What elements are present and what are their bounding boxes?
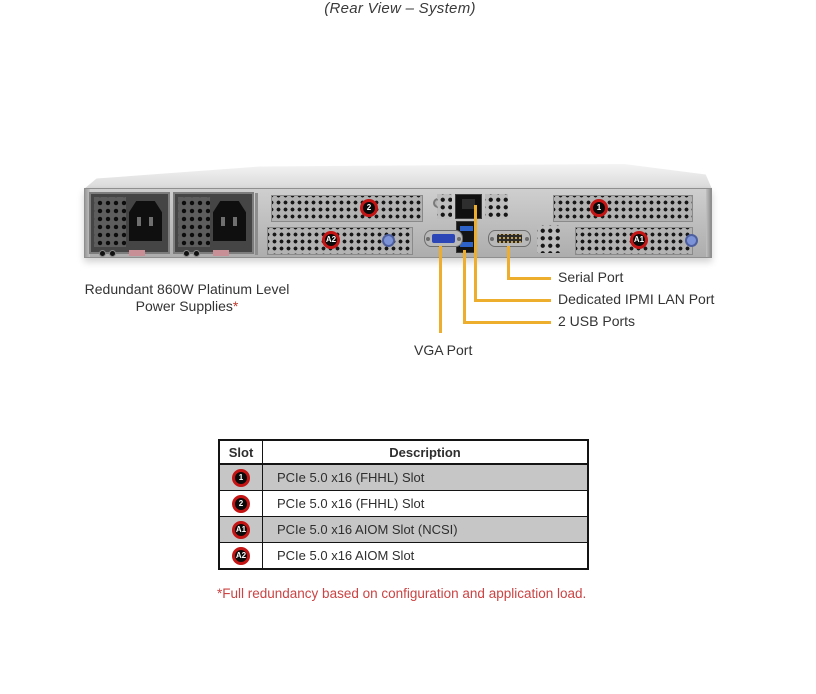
inlet-pin [137,217,141,226]
slot-description: PCIe 5.0 x16 (FHHL) Slot [262,463,589,491]
psu-led [193,250,200,257]
table-row: 2 PCIe 5.0 x16 (FHHL) Slot [218,490,589,517]
vent-cluster [437,194,452,219]
psu-led [183,250,190,257]
page-title: (Rear View – System) [324,0,476,17]
vga-connector [432,234,455,243]
inlet-pin [149,217,153,226]
table-header-row: Slot Description [218,439,589,465]
dsub-screw [525,237,529,241]
vent-cluster [485,194,508,219]
table-header-slot: Slot [218,439,263,465]
slot-2-badge: 2 [232,495,250,513]
thumbscrew [685,234,698,247]
dsub-screw [457,237,461,241]
psu-led [99,250,106,257]
serial-port [488,230,531,247]
dsub-screw [426,237,430,241]
dsub-screw [490,237,494,241]
ipmi-lan-port-label: Dedicated IPMI LAN Port [558,291,715,307]
psu-label: Redundant 860W Platinum Level Power Supp… [58,281,316,315]
slot-description: PCIe 5.0 x16 (FHHL) Slot [262,490,589,517]
slot-1-badge: 1 [590,199,608,217]
usb-port-bottom [460,242,473,247]
slot-a2-badge: A2 [232,547,250,565]
vga-callout-line [439,246,442,333]
psu-label-line1: Redundant 860W Platinum Level [84,281,290,297]
vga-port-label: VGA Port [414,342,473,358]
footnote: *Full redundancy based on configuration … [217,586,587,601]
psu-release-tab [129,250,145,256]
serial-connector [497,234,522,243]
psu-led [109,250,116,257]
pcie-slot-1-cover [553,195,693,222]
slot-1-badge: 1 [232,469,250,487]
slot-table: Slot Description 1 PCIe 5.0 x16 (FHHL) S… [218,439,589,570]
chassis-rear-panel: 2 1 A2 A1 [84,188,712,258]
serial-callout-line-v [507,246,510,280]
inlet-pin [221,217,225,226]
table-row: A1 PCIe 5.0 x16 AIOM Slot (NCSI) [218,516,589,543]
usb-ports-label: 2 USB Ports [558,313,636,329]
slot-description: PCIe 5.0 x16 AIOM Slot (NCSI) [262,516,589,543]
slot-a1-badge: A1 [232,521,250,539]
chassis-right-edge [706,189,711,257]
vga-port [424,230,463,247]
psu-footnote-mark: * [232,298,239,314]
table-row: 1 PCIe 5.0 x16 (FHHL) Slot [218,463,589,491]
chassis-left-edge [85,189,90,257]
table-header-description: Description [262,439,589,465]
serial-callout-line-h [507,277,551,280]
slot-a2-badge: A2 [322,231,340,249]
psu-label-line2: Power Supplies [135,298,233,314]
psu-release-tab [213,250,229,256]
lan-port-opening [462,199,475,209]
usb-port-top [460,226,473,231]
chassis-lid [84,164,712,189]
pcie-slot-2-cover [271,195,423,222]
usb-callout-line-h [463,321,551,324]
thumbscrew [382,234,395,247]
slot-description: PCIe 5.0 x16 AIOM Slot [262,542,589,570]
panel-divider [255,193,258,255]
power-supply-module-2 [173,192,254,257]
table-row: A2 PCIe 5.0 x16 AIOM Slot [218,542,589,570]
ipmi-callout-line-v [474,205,477,302]
power-supply-module-1 [89,192,170,257]
psu-vent-grid [178,197,210,247]
psu-vent-grid [94,197,126,247]
serial-port-label: Serial Port [558,269,624,285]
slot-2-badge: 2 [360,199,378,217]
ipmi-lan-port [455,194,482,219]
psu-power-inlet [213,201,246,241]
vent-cluster [537,225,560,253]
server-rear-view: 2 1 A2 A1 [84,164,712,260]
psu-power-inlet [129,201,162,241]
slot-a1-badge: A1 [630,231,648,249]
usb-callout-line-v [463,250,466,324]
ipmi-callout-line-h [474,299,551,302]
inlet-pin [233,217,237,226]
